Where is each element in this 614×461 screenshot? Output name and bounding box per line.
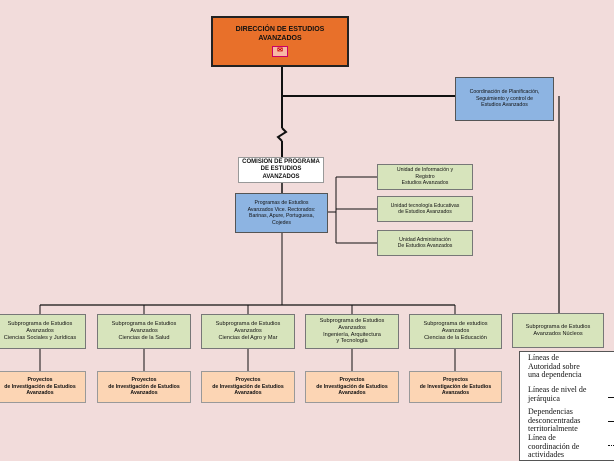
- proyectos-label-2: Proyectos de Investigación de Estudios A…: [108, 377, 180, 397]
- comision-box: COMISION DE PROGRAMA DE ESTUDIOS AVANZAD…: [238, 157, 324, 183]
- legend-sample-coordinacion: [608, 445, 614, 446]
- subprograma-agro-label: Subprograma de Estudios Avanzados Cienci…: [215, 321, 281, 341]
- unidad-tecnologia-label: Unidad tecnología Educativas de Estudios…: [390, 202, 460, 216]
- subprograma-ingenieria-label: Subprograma de Estudios Avanzados Ingeni…: [319, 317, 385, 345]
- subprograma-educacion-label: Subprograma de estudios Avanzados Cienci…: [423, 321, 488, 341]
- subprograma-agro-box: Subprograma de Estudios Avanzados Cienci…: [201, 314, 295, 349]
- proyectos-box-5: Proyectos de Investigación de Estudios A…: [409, 371, 502, 403]
- vice-rectorados-box: Programas de Estudios Avanzados Vice. Re…: [235, 193, 328, 233]
- legend-coordinacion: Línea de coordinación de actividades: [528, 433, 580, 460]
- subprograma-salud-box: Subprograma de Estudios Avanzados Cienci…: [97, 314, 191, 349]
- legend-jerarquica: Líneas de nivel de jerárquica: [528, 385, 587, 403]
- subprograma-nucleos-label: Subprograma de Estudios Avanzados Núcleo…: [525, 323, 591, 337]
- proyectos-box-4: Proyectos de Investigación de Estudios A…: [305, 371, 399, 403]
- unidad-informacion-box: Unidad de Información y Registro Estudio…: [377, 164, 473, 190]
- comision-label: COMISION DE PROGRAMA DE ESTUDIOS AVANZAD…: [242, 158, 320, 180]
- subprograma-educacion-box: Subprograma de estudios Avanzados Cienci…: [409, 314, 502, 349]
- legend: Líneas de Autoridad sobre una dependenci…: [519, 351, 614, 461]
- proyectos-label-5: Proyectos de Investigación de Estudios A…: [419, 377, 492, 397]
- subprograma-ingenieria-box: Subprograma de Estudios Avanzados Ingeni…: [305, 314, 399, 349]
- coordinacion-label: Coordinación de Planificación, Seguimien…: [469, 89, 540, 109]
- proyectos-box-3: Proyectos de Investigación de Estudios A…: [201, 371, 295, 403]
- subprograma-sociales-box: Subprograma de Estudios Avanzados Cienci…: [0, 314, 86, 349]
- legend-autoridad: Líneas de Autoridad sobre una dependenci…: [528, 353, 582, 380]
- unidad-tecnologia-box: Unidad tecnología Educativas de Estudios…: [377, 196, 473, 222]
- unidad-informacion-label: Unidad de Información y Registro Estudio…: [396, 167, 454, 187]
- proyectos-label-3: Proyectos de Investigación de Estudios A…: [212, 377, 284, 397]
- direccion-title: DIRECCIÓN DE ESTUDIOS AVANZADOS: [235, 26, 325, 42]
- proyectos-box-2: Proyectos de Investigación de Estudios A…: [97, 371, 191, 403]
- unidad-administracion-box: Unidad Administración De Estudios Avanza…: [377, 230, 473, 256]
- direccion-box: DIRECCIÓN DE ESTUDIOS AVANZADOS ✉: [211, 16, 349, 67]
- document-icon: ✉: [272, 45, 288, 57]
- subprograma-nucleos-box: Subprograma de Estudios Avanzados Núcleo…: [512, 313, 604, 348]
- break-symbol: [276, 127, 288, 142]
- legend-sample-desconcentradas: [608, 421, 614, 422]
- proyectos-label-4: Proyectos de Investigación de Estudios A…: [316, 377, 388, 397]
- vice-rectorados-label: Programas de Estudios Avanzados Vice. Re…: [247, 200, 316, 226]
- subprograma-salud-label: Subprograma de Estudios Avanzados Cienci…: [111, 321, 177, 341]
- unidad-administracion-label: Unidad Administración De Estudios Avanza…: [397, 236, 453, 250]
- coordinacion-box: Coordinación de Planificación, Seguimien…: [455, 77, 554, 121]
- proyectos-box-1: Proyectos de Investigación de Estudios A…: [0, 371, 86, 403]
- proyectos-label-1: Proyectos de Investigación de Estudios A…: [4, 377, 76, 397]
- legend-sample-jerarquica: [608, 397, 614, 398]
- subprograma-sociales-label: Subprograma de Estudios Avanzados Cienci…: [3, 321, 77, 341]
- legend-desconcentradas: Dependencias desconcentradas territorial…: [528, 407, 581, 434]
